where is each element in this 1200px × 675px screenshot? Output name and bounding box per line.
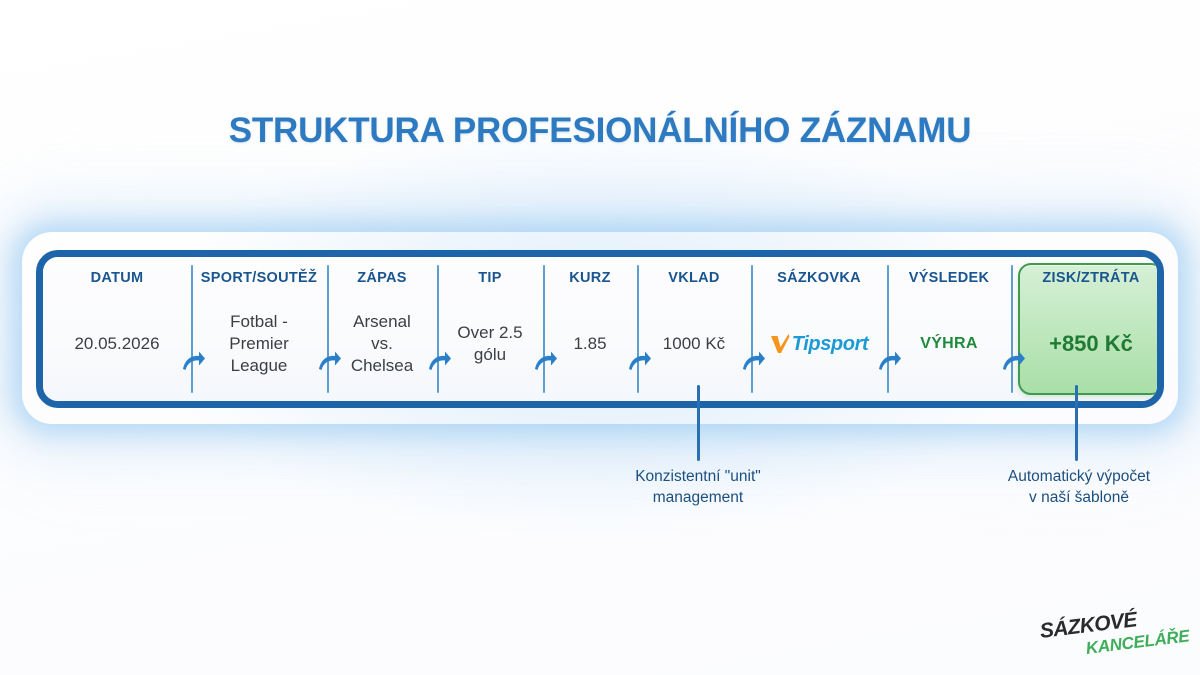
- column-divider: [1011, 265, 1013, 393]
- tipsport-logo: Tipsport: [770, 333, 869, 355]
- column-header: SÁZKOVKA: [777, 270, 861, 286]
- column-header: TIP: [478, 270, 502, 286]
- column-header: DATUM: [90, 270, 144, 286]
- table-column-kurz: KURZ 1.85: [535, 257, 637, 401]
- column-divider: [637, 265, 639, 393]
- table-column-s-zkovka: SÁZKOVKA Tipsport: [743, 257, 887, 401]
- table-column-z-pas: ZÁPAS Arsenal vs. Chelsea: [319, 257, 437, 401]
- page-title: STRUKTURA PROFESIONÁLNÍHO ZÁZNAMU: [228, 111, 972, 150]
- column-divider: [191, 265, 193, 393]
- record-table: DATUM 20.05.2026 SPORT/SOUTĚŽ Fotbal - Prem…: [43, 257, 1157, 401]
- table-column-vklad: VKLAD 1000 Kč: [629, 257, 751, 401]
- table-column-sport-sout: SPORT/SOUTĚŽ Fotbal - Premier League: [183, 257, 327, 401]
- tipsport-check-icon: [770, 333, 790, 355]
- note-unit-management: Konzistentní "unit" management: [635, 468, 761, 506]
- cell-value: VÝHRA: [887, 287, 1011, 401]
- column-header: KURZ: [569, 270, 611, 286]
- table-column-v-sledek: VÝSLEDEK VÝHRA: [879, 257, 1011, 401]
- table-column-datum: DATUM 20.05.2026: [43, 257, 191, 401]
- column-divider: [887, 265, 889, 393]
- cell-value: Tipsport: [751, 287, 887, 401]
- flow-arrow-icon: [876, 349, 902, 375]
- cell-value: 1000 Kč: [662, 334, 726, 353]
- flow-arrow-icon: [180, 349, 206, 375]
- flow-arrow-icon: [1000, 349, 1026, 375]
- connector-line-zisk: [1075, 385, 1078, 461]
- cell-value: Fotbal - Premier League: [229, 312, 289, 375]
- column-divider: [437, 265, 439, 393]
- connector-line-vklad: [697, 385, 700, 461]
- column-header: VÝSLEDEK: [908, 270, 990, 286]
- record-structure-card: DATUM 20.05.2026 SPORT/SOUTĚŽ Fotbal - Prem…: [36, 250, 1164, 408]
- column-divider: [543, 265, 545, 393]
- table-column-tip: TIP Over 2.5 gólu: [429, 257, 543, 401]
- column-header: VKLAD: [668, 270, 720, 286]
- flow-arrow-icon: [626, 349, 652, 375]
- brand-logo: SÁZKOVÉ KANCELÁŘE: [1036, 608, 1191, 664]
- note-auto-calculation: Automatický výpočet v naší šabloně: [1007, 468, 1151, 506]
- cell-value: 1.85: [573, 334, 607, 353]
- flow-arrow-icon: [316, 349, 342, 375]
- column-divider: [751, 265, 753, 393]
- tipsport-wordmark: Tipsport: [791, 333, 869, 355]
- flow-arrow-icon: [426, 349, 452, 375]
- flow-arrow-icon: [532, 349, 558, 375]
- column-header: ZÁPAS: [357, 270, 407, 286]
- cell-value: Arsenal vs. Chelsea: [350, 312, 414, 375]
- card-inner: DATUM 20.05.2026 SPORT/SOUTĚŽ Fotbal - Prem…: [43, 257, 1157, 401]
- column-divider: [327, 265, 329, 393]
- column-header: ZISK/ZTRÁTA: [1042, 270, 1140, 286]
- cell-value: Over 2.5 gólu: [457, 323, 523, 364]
- profit-highlight-box: [1018, 263, 1157, 395]
- column-header: SPORT/SOUTĚŽ: [200, 270, 318, 286]
- result-win-text: VÝHRA: [920, 335, 978, 352]
- cell-value: +850 Kč: [1049, 331, 1133, 356]
- cell-value: 20.05.2026: [74, 334, 160, 353]
- flow-arrow-icon: [740, 349, 766, 375]
- table-column-zisk-ztr-ta: ZISK/ZTRÁTA +850 Kč: [1003, 257, 1157, 401]
